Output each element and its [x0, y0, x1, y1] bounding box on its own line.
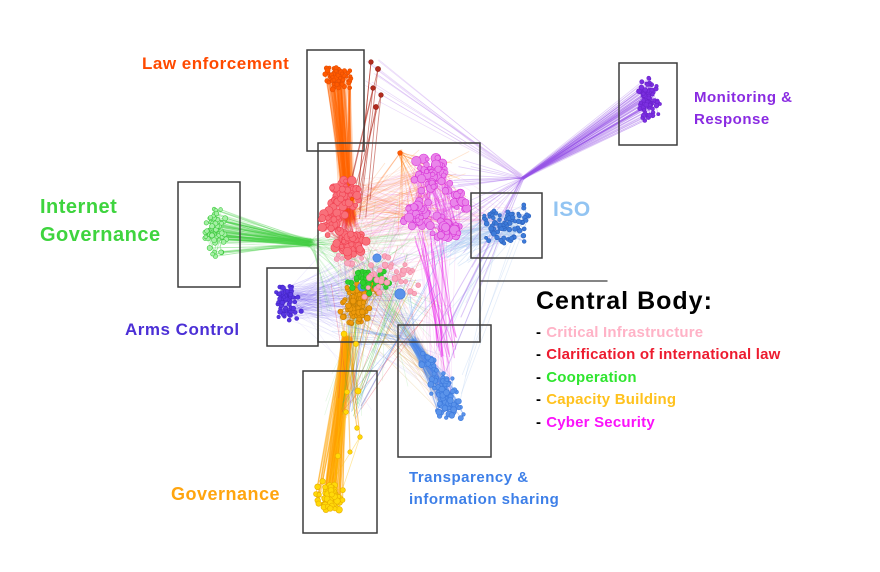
legend-items: -Critical Infrastructure-Clarification o… [536, 322, 781, 434]
legend-item-dash: - [536, 413, 542, 431]
callout-box-around-internet-governance [177, 181, 241, 288]
callout-box-around-law-enforcement [306, 49, 365, 152]
legend-item-label: Critical Infrastructure [546, 324, 704, 341]
legend-item-label: Clarification of international law [546, 346, 781, 364]
legend-item-dash: - [536, 391, 542, 409]
legend-item-dash: - [536, 368, 542, 386]
cluster-label-governance: Governance [171, 484, 281, 504]
legend-item-2: -Cooperation [536, 367, 781, 389]
central-body-legend: Central Body: -Critical Infrastructure-C… [536, 287, 781, 434]
legend-item-label: Capacity Building [546, 391, 677, 409]
legend-item-dash: - [536, 324, 542, 341]
callout-box-around-governance [302, 370, 378, 534]
cluster-label-arms-control: Arms Control [125, 320, 240, 339]
cluster-label-transparency-information-sharing: Transparency &information sharing [409, 469, 560, 509]
nodes-layer [202, 59, 662, 514]
cluster-label-iso: ISO [553, 198, 591, 221]
legend-item-3: -Capacity Building [536, 389, 781, 411]
callout-box-around-transparency [397, 324, 492, 458]
legend-item-1: -Clarification of international law [536, 344, 781, 366]
legend-item-0: -Critical Infrastructure [536, 322, 781, 344]
legend-item-label: Cyber Security [546, 413, 655, 431]
callout-box-around-arms-control [266, 267, 319, 347]
callout-box-central-body [317, 142, 481, 343]
edges-layer [204, 59, 661, 511]
callout-box-around-iso [470, 192, 543, 259]
legend-item-label: Cooperation [546, 368, 637, 386]
callout-box-around-monitoring-response [618, 62, 678, 146]
legend-item-dash: - [536, 346, 542, 364]
cluster-boxes-layer [177, 49, 678, 534]
legend-item-4: -Cyber Security [536, 412, 781, 434]
cluster-label-law-enforcement: Law enforcement [142, 54, 290, 73]
legend-heading: Central Body: [536, 287, 713, 315]
cluster-label-monitoring-response: Monitoring &Response [694, 89, 793, 128]
